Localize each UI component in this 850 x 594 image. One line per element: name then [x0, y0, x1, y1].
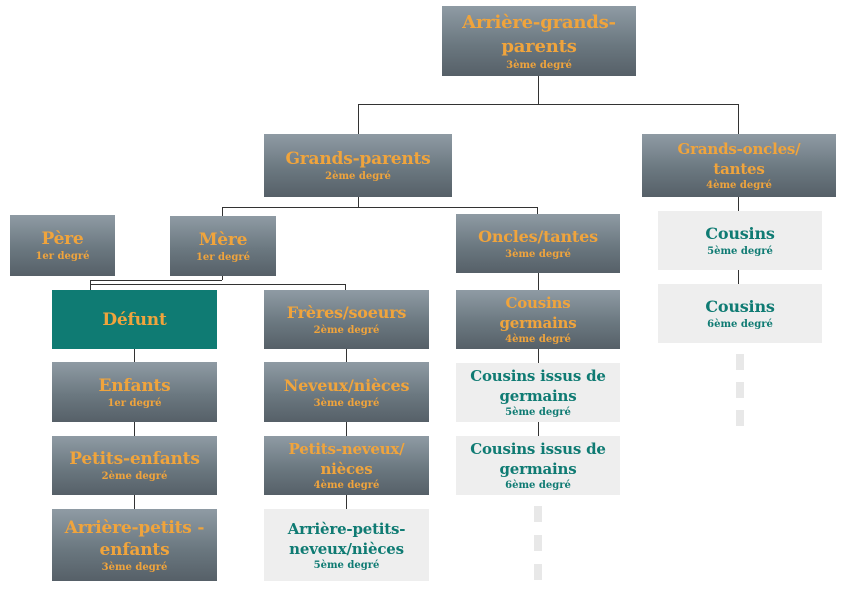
node-degree: 5ème degré	[313, 559, 380, 571]
connector-line	[90, 284, 346, 285]
node-arriere-petits-enfants: Arrière-petits -enfants 3ème degré	[52, 509, 217, 581]
connector-line	[134, 495, 135, 509]
continuation-dash	[736, 410, 744, 426]
node-label: Arrière-petits- neveux/nièces	[287, 519, 406, 558]
connector-line	[358, 104, 739, 105]
node-neveux-nieces: Neveux/nièces 3ème degré	[264, 362, 429, 422]
node-label: Défunt	[102, 309, 167, 330]
connector-line	[538, 349, 539, 363]
node-freres-soeurs: Frères/soeurs 2ème degré	[264, 290, 429, 349]
continuation-dash	[534, 564, 542, 580]
node-degree: 3ème degré	[101, 561, 168, 573]
node-cousins-6: Cousins 6ème degré	[658, 284, 822, 343]
connector-line	[738, 197, 739, 211]
node-label: Cousins issus de germains	[470, 440, 606, 478]
node-degree: 1er degré	[195, 251, 251, 263]
connector-line	[738, 270, 739, 284]
connector-line	[537, 207, 538, 214]
continuation-dash	[736, 382, 744, 398]
node-degree: 4ème degré	[505, 334, 571, 345]
node-degree: 4ème degré	[706, 180, 772, 191]
node-label: Arrière-grands-parents	[462, 11, 616, 57]
node-label: Cousins issus de germains	[470, 367, 606, 405]
connector-line	[358, 104, 359, 134]
node-label: Mère	[198, 229, 248, 250]
connector-line	[222, 207, 223, 216]
node-label: Oncles/tantes	[478, 227, 598, 246]
connector-line	[538, 76, 539, 104]
node-label: Enfants	[98, 375, 171, 396]
node-petits-enfants: Petits-enfants 2ème degré	[52, 436, 217, 495]
connector-line	[345, 284, 346, 290]
node-mere: Mère 1er degré	[170, 216, 276, 276]
node-degree: 3ème degré	[505, 249, 571, 260]
node-degree: 2ème degré	[101, 471, 168, 482]
continuation-dash	[534, 535, 542, 551]
node-degree: 2ème degré	[313, 325, 380, 336]
node-degree: 6ème degré	[505, 480, 571, 491]
node-degree: 3ème degré	[313, 397, 380, 409]
connector-line	[222, 207, 538, 208]
node-cousins-5: Cousins 5ème degré	[658, 211, 822, 270]
node-oncles-tantes: Oncles/tantes 3ème degré	[456, 214, 620, 273]
node-arriere-grands-parents: Arrière-grands-parents 3ème degré	[442, 6, 636, 76]
connector-line	[90, 280, 91, 290]
node-cousins-issus-5: Cousins issus de germains 5ème degré	[456, 363, 620, 422]
connector-line	[538, 422, 539, 436]
node-grands-oncles-tantes: Grands-oncles/ tantes 4ème degré	[642, 134, 836, 197]
node-degree: 3ème degré	[506, 59, 572, 71]
node-label: Grands-oncles/ tantes	[677, 140, 801, 178]
node-degree: 5ème degré	[707, 246, 773, 257]
node-label: Frères/soeurs	[286, 303, 407, 322]
node-label: Grands-parents	[285, 149, 431, 169]
node-label: Cousins	[705, 297, 775, 316]
connector-line	[90, 280, 222, 281]
connector-line	[222, 276, 223, 280]
node-cousins-germains: Cousins germains 4ème degré	[456, 290, 620, 349]
connector-line	[538, 273, 539, 290]
node-degree: 5ème degré	[505, 407, 571, 418]
node-degree: 2ème degré	[325, 171, 391, 182]
node-label: Neveux/nièces	[283, 375, 410, 395]
node-degree: 4ème degré	[313, 480, 380, 491]
node-label: Cousins	[705, 224, 775, 243]
continuation-dash	[534, 506, 542, 522]
node-degree: 6ème degré	[707, 319, 773, 330]
node-label: Petits-neveux/ nièces	[288, 440, 405, 478]
connector-line	[358, 197, 359, 207]
node-label: Petits-enfants	[69, 449, 200, 469]
node-degree: 1er degré	[107, 397, 162, 409]
node-petits-neveux-nieces: Petits-neveux/ nièces 4ème degré	[264, 436, 429, 495]
connector-line	[738, 104, 739, 134]
connector-line	[346, 495, 347, 509]
node-cousins-issus-6: Cousins issus de germains 6ème degré	[456, 436, 620, 495]
node-enfants: Enfants 1er degré	[52, 362, 217, 422]
node-arriere-petits-neveux-nieces: Arrière-petits- neveux/nièces 5ème degré	[264, 509, 429, 581]
connector-line	[346, 422, 347, 436]
node-label: Père	[41, 229, 84, 249]
node-degree: 1er degré	[35, 251, 90, 262]
node-defunt: Défunt	[52, 290, 217, 349]
node-pere: Père 1er degré	[10, 215, 115, 276]
node-grands-parents: Grands-parents 2ème degré	[264, 134, 452, 197]
connector-line	[134, 422, 135, 436]
connector-line	[346, 349, 347, 362]
node-label: Arrière-petits -enfants	[64, 517, 205, 560]
node-label: Cousins germains	[499, 294, 577, 332]
connector-line	[134, 349, 135, 362]
continuation-dash	[736, 354, 744, 370]
